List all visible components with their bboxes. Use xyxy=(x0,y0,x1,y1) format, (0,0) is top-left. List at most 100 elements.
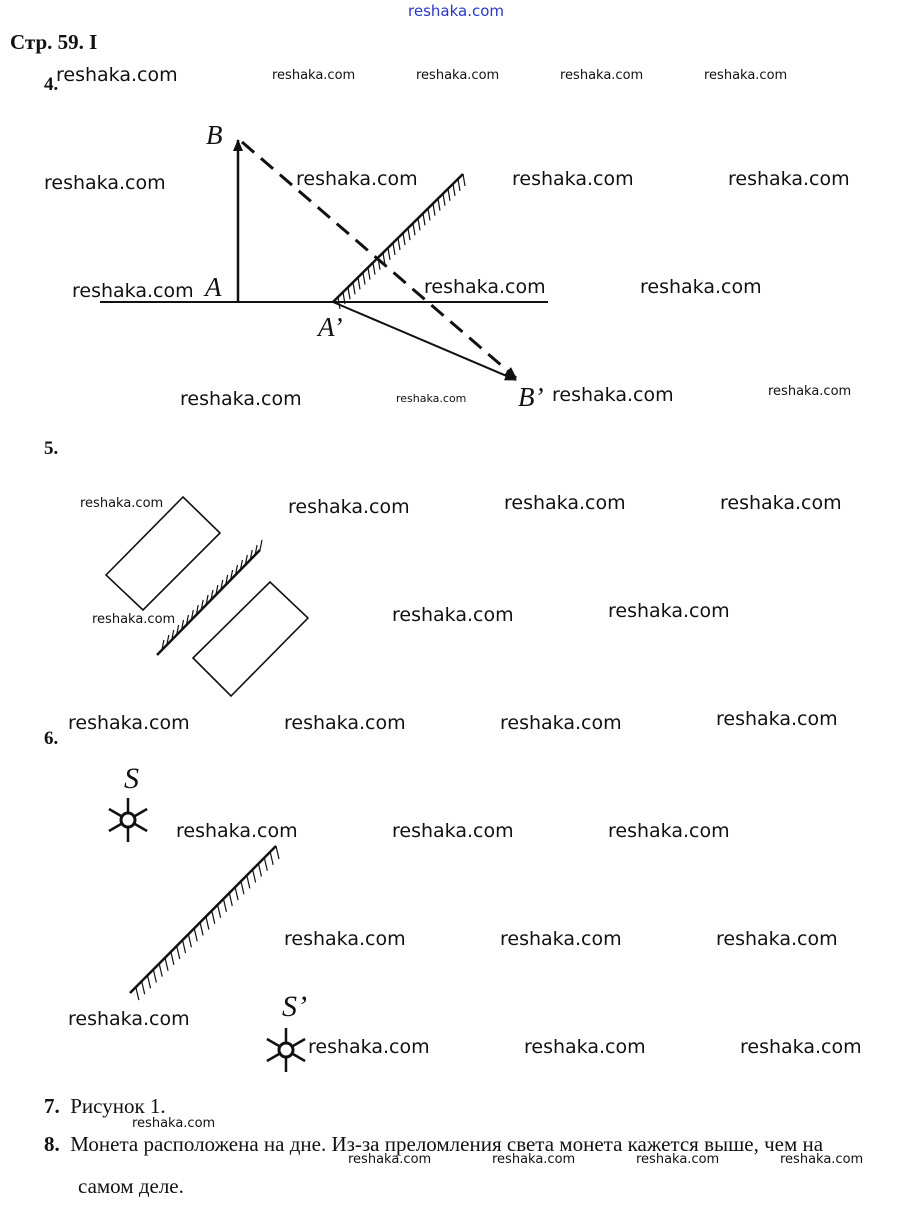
label-s: S xyxy=(124,762,139,795)
mirror-hatch xyxy=(176,624,180,636)
mirror-hatch xyxy=(452,183,456,196)
label-b: B xyxy=(206,120,223,150)
task-7-number: 7. xyxy=(44,1094,60,1118)
mirror-hatch xyxy=(457,178,461,192)
mirror-hatch xyxy=(176,945,181,960)
watermark: reshaka.com xyxy=(392,604,514,626)
page-title: Стр. 59. I xyxy=(10,30,98,54)
mirror-hatch xyxy=(254,544,258,556)
watermark: reshaka.com xyxy=(704,68,788,83)
watermark: reshaka.com xyxy=(716,708,838,730)
mirror-hatch xyxy=(269,851,274,866)
watermark: reshaka.com xyxy=(500,928,622,950)
watermark: reshaka.com xyxy=(176,820,298,842)
watermark: reshaka.com xyxy=(504,492,626,514)
mirror-hatch xyxy=(397,237,401,251)
task-8-number: 8. xyxy=(44,1132,60,1156)
mirror-hatch xyxy=(239,559,243,571)
label-a: A xyxy=(205,272,222,302)
task-7-text: Рисунок 1. xyxy=(70,1094,166,1118)
rectangle-object xyxy=(104,495,222,612)
mirror-hatch xyxy=(135,986,140,1001)
watermark: reshaka.com xyxy=(396,392,467,405)
mirror-hatch xyxy=(392,242,396,256)
mirror-hatch xyxy=(205,916,210,930)
watermark: reshaka.com xyxy=(716,928,838,950)
mirror-hatch xyxy=(387,247,391,260)
watermark: reshaka.com xyxy=(288,496,410,518)
mirror-hatch xyxy=(158,963,163,977)
watermark: reshaka.com xyxy=(768,384,852,399)
mirror-hatch xyxy=(195,604,199,616)
light-source-image-icon xyxy=(266,1028,306,1072)
mirror-hatch xyxy=(171,629,175,641)
mirror-hatch xyxy=(220,579,224,591)
mirror-hatch xyxy=(240,881,245,895)
mirror-hatch xyxy=(442,193,446,206)
mirror-hatch xyxy=(257,863,263,877)
mirror-hatch xyxy=(199,922,204,936)
task5-diagram xyxy=(104,495,310,698)
mirror-hatch xyxy=(170,951,175,965)
watermark: reshaka.com xyxy=(272,68,356,83)
watermark: reshaka.com xyxy=(44,172,166,194)
mirror-hatch xyxy=(152,969,157,983)
mirror-hatch xyxy=(422,213,426,226)
mirror-hatch xyxy=(337,296,341,310)
task-8-text-cont: самом деле. xyxy=(78,1174,184,1198)
watermark: reshaka.com xyxy=(132,1116,216,1131)
task6-diagram xyxy=(108,798,306,1072)
watermark: reshaka.com xyxy=(608,600,730,622)
mirror-hatch xyxy=(432,203,436,216)
mirror-hatch xyxy=(200,599,204,611)
task4-diagram xyxy=(100,139,548,381)
watermark: reshaka.com xyxy=(728,168,850,190)
label-a-prime: A’ xyxy=(318,312,343,342)
site-watermark[interactable]: reshaka.com xyxy=(408,2,504,20)
light-source-s-icon xyxy=(108,798,148,842)
mirror-hatch xyxy=(252,869,257,883)
watermark: reshaka.com xyxy=(512,168,634,190)
mirror-hatch xyxy=(211,910,216,924)
mirror-hatch xyxy=(427,208,431,221)
mirror-hatch xyxy=(228,892,233,907)
watermark: reshaka.com xyxy=(392,820,514,842)
watermark: reshaka.com xyxy=(284,712,406,734)
watermark: reshaka.com xyxy=(424,276,546,298)
mirror-hatch xyxy=(362,272,366,285)
mirror-hatch xyxy=(234,887,239,901)
mirror-hatch xyxy=(222,898,228,913)
watermark: reshaka.com xyxy=(636,1152,720,1167)
watermark: reshaka.com xyxy=(68,712,190,734)
mirror-hatch xyxy=(342,292,346,305)
mirror-hatch xyxy=(352,282,356,295)
rectangle-image xyxy=(191,580,310,698)
mirror-hatch xyxy=(402,232,406,246)
task-5-number: 5. xyxy=(44,438,59,459)
mirror-hatch xyxy=(382,252,386,265)
task-4-number: 4. xyxy=(44,74,59,95)
task-8-text: Монета расположена на дне. Из-за преломл… xyxy=(70,1132,824,1156)
watermark: reshaka.com xyxy=(92,612,176,627)
mirror-hatch xyxy=(234,564,239,576)
mirror-hatch xyxy=(407,228,411,241)
watermark: reshaka.com xyxy=(492,1152,576,1167)
mirror-hatch xyxy=(180,619,185,631)
mirror-hatch xyxy=(259,539,263,551)
mirror-hatch xyxy=(437,198,441,211)
mirror-hatch xyxy=(210,589,214,601)
watermark: reshaka.com xyxy=(740,1036,862,1058)
dashed-line-bb xyxy=(241,140,517,380)
watermark: reshaka.com xyxy=(56,64,178,86)
mirror-hatch xyxy=(146,975,152,989)
watermark: reshaka.com xyxy=(72,280,194,302)
watermark: reshaka.com xyxy=(524,1036,646,1058)
watermark: reshaka.com xyxy=(640,276,762,298)
mirror-hatch xyxy=(372,262,376,275)
mirror-surface xyxy=(156,549,261,656)
watermark: reshaka.com xyxy=(780,1152,864,1167)
mirror-hatch xyxy=(166,634,170,646)
mirror-hatch xyxy=(181,939,187,954)
mirror-hatch xyxy=(190,609,194,621)
